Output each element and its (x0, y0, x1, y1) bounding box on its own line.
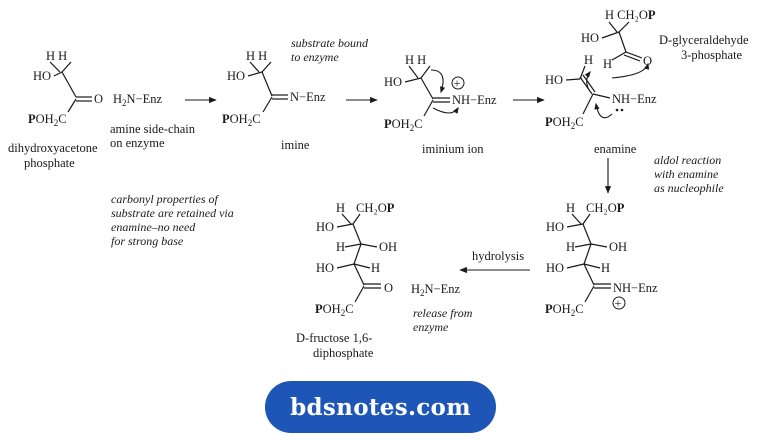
iminium-plus: + (454, 77, 461, 91)
enamine-name: enamine (594, 142, 637, 156)
fructose-ho-1: HO (316, 220, 334, 234)
release-label-1: release from (413, 306, 473, 320)
dhap-o: O (94, 92, 103, 106)
dhap-poh2c: POH2C (28, 112, 67, 128)
iminium-nh-enz: NH−Enz (452, 93, 497, 107)
substrate-bound-label-1: substrate bound (291, 36, 369, 50)
substrate-bound-label-2: to enzyme (291, 50, 339, 64)
g3p-h-top: H CH₂OP (605, 8, 656, 22)
enamine-poh2c: POH2C (545, 115, 584, 131)
g3p-structure: H CH₂OP HO H O D-glyceraldehyde 3-phosph… (581, 8, 749, 79)
fructose-name-line2: diphosphate (313, 346, 374, 360)
imine-n-enz: N−Enz (290, 90, 326, 104)
adduct-plus: + (615, 297, 622, 311)
site-brand-label: bdsnotes.com (290, 393, 471, 421)
adduct-h-2: H (566, 240, 575, 254)
adduct-h-3: H (601, 261, 610, 275)
imine-name: imine (281, 138, 310, 152)
imine-h-top: H H (246, 49, 267, 63)
adduct-ho-3: HO (546, 261, 564, 275)
enamine-h: H (584, 53, 593, 67)
adduct-row1-h: H (566, 201, 575, 215)
aldol-label-3: as nucleophile (654, 181, 724, 195)
adduct-nh-enz: NH−Enz (613, 281, 658, 295)
release-label-2: enzyme (413, 320, 449, 334)
enzyme-amine: H2N−Enz (113, 92, 162, 108)
dhap-name-line2: phosphate (24, 156, 75, 170)
adduct-ho-1: HO (546, 220, 564, 234)
iminium-ho: HO (384, 75, 402, 89)
fructose-o: O (384, 281, 393, 295)
g3p-ho: HO (581, 31, 599, 45)
adduct-oh-2: OH (609, 240, 627, 254)
amine-side-chain-label-2: on enzyme (110, 136, 165, 150)
iminium-poh2c: POH2C (384, 117, 423, 133)
fructose-row1-h: H (336, 201, 345, 215)
carbonyl-note-4: for strong base (111, 234, 184, 248)
imine-ho: HO (227, 69, 245, 83)
enamine-nh-enz: NH−Enz (612, 92, 657, 106)
carbonyl-note-3: enamine–no need (111, 220, 196, 234)
fructose-h-2: H (336, 240, 345, 254)
enamine-structure: HO H NH−Enz POH2C enamine (545, 53, 657, 156)
fructose-h-3: H (371, 261, 380, 275)
adduct-row1-ch2op: CH₂OP (586, 201, 625, 215)
site-brand-badge[interactable]: bdsnotes.com (265, 381, 496, 433)
carbonyl-note-2: substrate are retained via (111, 206, 234, 220)
imine-poh2c: POH2C (222, 112, 261, 128)
g3p-h: H (603, 57, 612, 71)
dhap-structure: H H HO O POH2C dihydroxyacetone phosphat… (8, 49, 103, 170)
imine-structure: substrate bound to enzyme H H HO N−Enz P… (222, 36, 369, 152)
hydrolysis-label: hydrolysis (472, 249, 524, 263)
amine-side-chain-label-1: amine side-chain (110, 122, 196, 136)
adduct-poh2c: POH2C (545, 302, 584, 318)
aldol-label-2: with enamine (654, 167, 719, 181)
iminium-structure: H H HO NH−Enz + POH2C iminium ion (384, 53, 497, 156)
g3p-name-line2: 3-phosphate (681, 48, 743, 62)
released-amine: H2N−Enz (411, 282, 460, 298)
fructose-name-line1: D-fructose 1,6- (296, 331, 372, 345)
enamine-ho: HO (545, 73, 563, 87)
adduct-structure: H CH₂OP HO H OH HO H NH−Enz + POH2C (545, 201, 658, 318)
fructose-oh-2: OH (379, 240, 397, 254)
iminium-h-top: H H (405, 53, 426, 67)
iminium-name: iminium ion (422, 142, 484, 156)
dhap-ho: HO (33, 69, 51, 83)
fructose-row1-ch2op: CH₂OP (356, 201, 395, 215)
fructose-ho-3: HO (316, 261, 334, 275)
aldol-label-1: aldol reaction (654, 153, 721, 167)
g3p-o: O (643, 54, 652, 68)
carbonyl-note-1: carbonyl properties of (111, 192, 220, 206)
dhap-name-line1: dihydroxyacetone (8, 141, 98, 155)
fructose-poh2c: POH2C (315, 302, 354, 318)
dhap-h-top: H H (46, 49, 67, 63)
g3p-name-line1: D-glyceraldehyde (659, 33, 749, 47)
fructose-structure: H CH₂OP HO H OH HO H O POH2C D-fructose … (296, 201, 397, 360)
